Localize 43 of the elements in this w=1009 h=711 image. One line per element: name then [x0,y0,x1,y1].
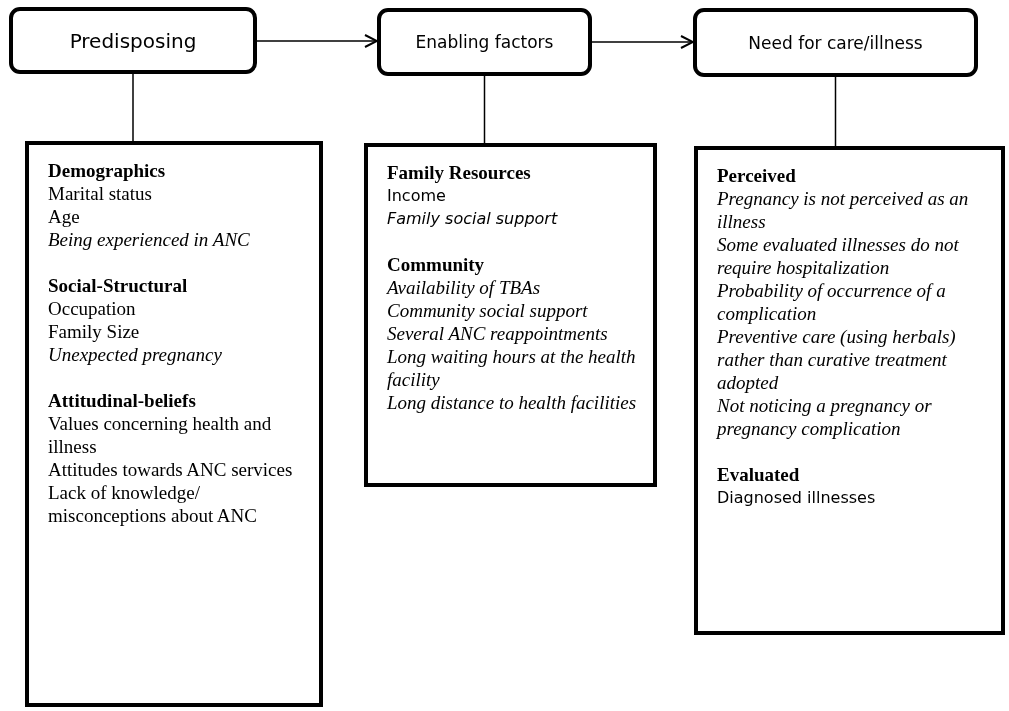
group-heading: Perceived [717,164,796,187]
factor-item: Diagnosed illnesses [717,487,876,509]
factor-item: Occupation [48,297,136,320]
group-heading: Family Resources [387,161,531,184]
arrow [256,34,378,48]
connector-line [483,75,486,144]
factor-item: Long distance to health facilities [387,391,637,414]
factor-item: Family Size [48,320,140,343]
factor-item: Availability of TBAs [387,276,541,299]
category-title: Predisposing [69,28,197,53]
category-box [9,7,257,74]
arrow [591,35,694,49]
group-heading: Demographics [48,159,166,182]
factor-item: Community social support [387,299,588,322]
factor-item: Preventive care (using herbals) rather than curative treatment adopted [717,325,957,394]
category-title: Enabling factors [415,32,554,52]
factor-item: Marital status [48,182,152,205]
factor-item: Lack of knowledge/ misconceptions about ANC [48,481,258,527]
factor-list-box [25,141,323,707]
factor-item: Being experienced in ANC [48,228,250,251]
factor-item: Some evaluated illnesses do not require hospitalization [717,233,960,279]
group-heading: Community [387,253,485,276]
factor-list-box [364,143,657,487]
category-box [693,8,978,77]
category-title: Need for care/illness [748,32,923,53]
factor-item: Pregnancy is not perceived as an illness [717,187,970,233]
factor-item: Long waiting hours at the health facility [387,345,637,391]
factor-item: Income [387,185,446,207]
group-heading: Social-Structural [48,274,188,297]
connector-line [132,73,134,142]
group-heading: Evaluated [717,463,800,486]
factor-item: Probability of occurrence of a complication [717,279,947,325]
factor-item: Family social support [387,208,558,230]
factor-item: Attitudes towards ANC services [48,458,293,481]
factor-item: Not noticing a pregnancy or pregnancy complication [717,394,933,440]
factor-item: Several ANC reappointments [387,322,608,345]
category-box [377,8,592,76]
group-heading: Attitudinal-beliefs [48,389,196,412]
factor-list-box [694,146,1005,635]
factor-item: Age [48,205,80,228]
connector-line [834,76,837,147]
factor-item: Values concerning health and illness [48,412,273,458]
factor-item: Unexpected pregnancy [48,343,222,366]
